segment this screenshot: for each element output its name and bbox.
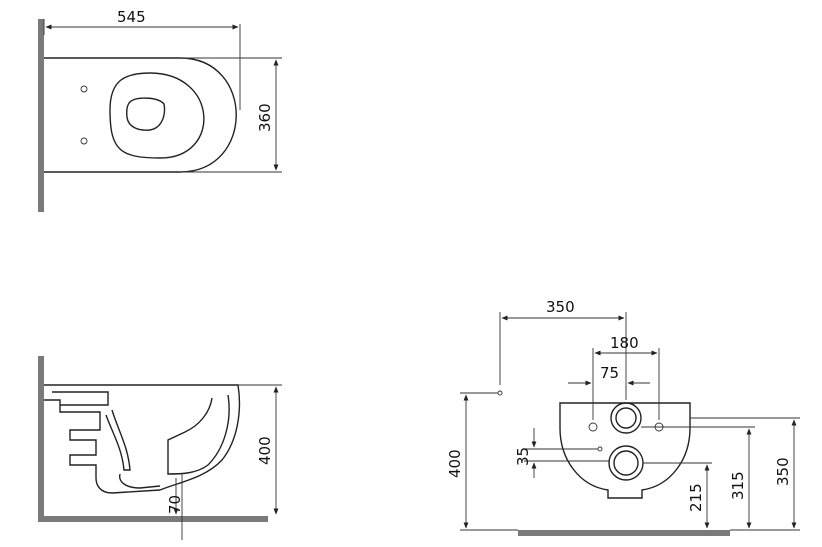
top-view-bolt-hole — [80, 137, 88, 145]
side-view-outlet — [119, 473, 161, 489]
front-view: 350 180 75 35 400 215 315 350 — [446, 298, 800, 536]
dimension-front-half-spacing: 75 — [600, 364, 619, 382]
dimension-front-outlet-height: 215 — [687, 483, 705, 512]
dimension-top-depth: 360 — [256, 103, 274, 132]
top-view-bowl-rim — [109, 72, 205, 159]
side-view-rim — [52, 391, 109, 406]
top-view-drain — [126, 97, 166, 131]
front-view-floor — [518, 530, 730, 536]
front-view-outline — [559, 402, 691, 499]
front-view-outlet-inner — [613, 450, 639, 476]
side-view-floor — [44, 516, 268, 522]
front-view-inlet-inner — [615, 407, 637, 429]
dimension-front-center-offset: 350 — [546, 298, 575, 316]
side-view-wall — [38, 356, 44, 522]
side-view-outer-profile — [44, 384, 241, 494]
front-view-bolt-hole — [588, 422, 598, 432]
front-view-small-hole — [597, 446, 603, 452]
side-view-trap-inner — [105, 409, 131, 471]
top-view: 545 360 — [38, 8, 282, 212]
dimension-front-hole-offset: 35 — [514, 447, 532, 466]
dimension-front-height: 400 — [446, 449, 464, 478]
top-view-bolt-hole — [80, 85, 88, 93]
dimension-front-bolt-height: 350 — [774, 457, 792, 486]
dimension-side-height: 400 — [256, 436, 274, 465]
dimension-front-bolt-spacing: 180 — [610, 334, 639, 352]
side-view-bowl-inner — [167, 394, 230, 475]
dimension-front-inlet-height: 315 — [729, 471, 747, 500]
top-view-bowl-outline — [44, 57, 237, 173]
front-view-reference-point — [497, 390, 503, 396]
top-view-wall — [38, 19, 44, 212]
side-view: 400 70 — [38, 356, 282, 540]
front-view-inlet-outer — [610, 402, 642, 434]
dimension-side-outlet: 70 — [166, 495, 184, 514]
dimension-top-width: 545 — [117, 8, 146, 26]
